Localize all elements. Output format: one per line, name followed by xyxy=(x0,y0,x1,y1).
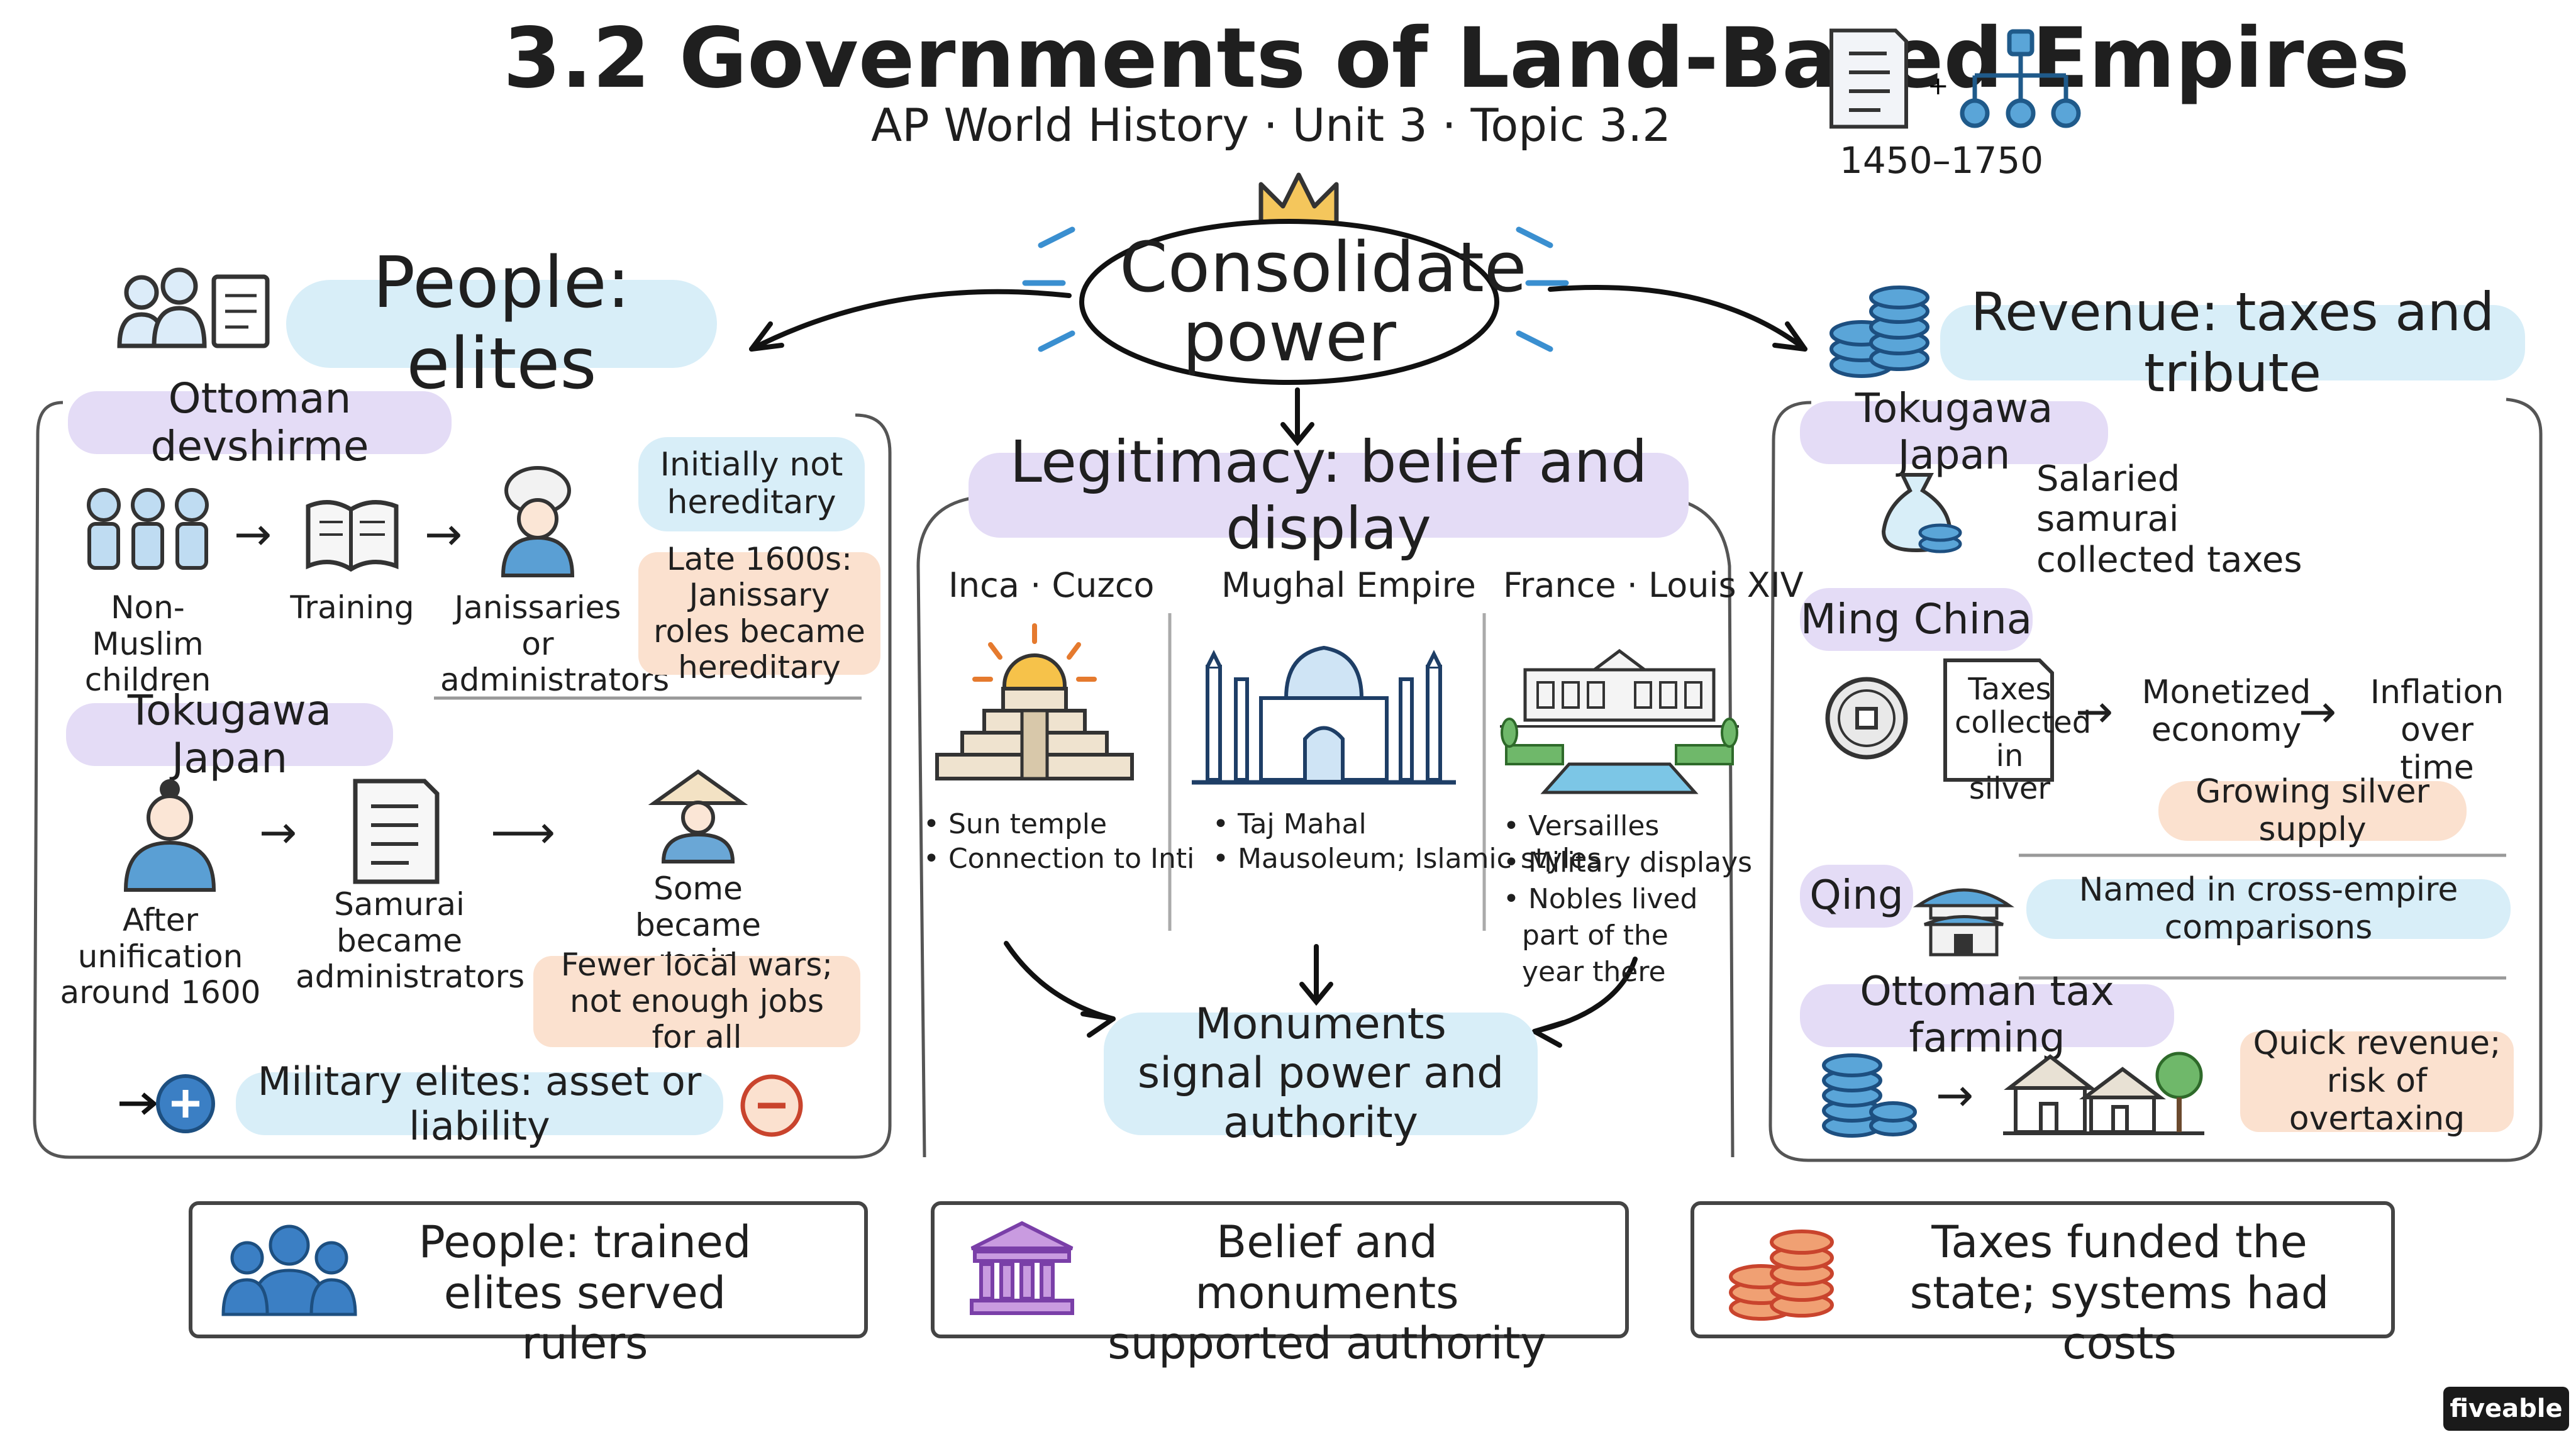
ottoman-tax-note: Quick revenue; risk of overtaxing xyxy=(2240,1024,2514,1138)
summary-taxes-text: Taxes funded the state; systems had cost… xyxy=(1909,1216,2329,1369)
ming-doc-text: Taxes collected in silver xyxy=(1955,672,2092,807)
arrow-glyph: → xyxy=(2299,685,2337,738)
qing-text: Named in cross-empire comparisons xyxy=(2026,871,2511,946)
devshirme-step-training: Training xyxy=(290,589,414,626)
inca-bullets: • Sun temple • Connection to Inti xyxy=(923,807,1194,876)
page-subtitle: AP World History · Unit 3 · Topic 3.2 xyxy=(871,99,1671,152)
mughal-bullets: • Taj Mahal • Mausoleum; Islamic styles xyxy=(1213,807,1601,876)
coins-icon xyxy=(1822,1053,1917,1138)
devshirme-note-late: Late 1600s: Janissary roles became hered… xyxy=(638,541,880,686)
ming-title: Ming China xyxy=(1800,588,2033,651)
brand-badge: fiveable xyxy=(2443,1387,2569,1431)
summary-card-taxes xyxy=(1690,1201,2395,1338)
chinese-coin-icon xyxy=(1825,677,1908,760)
military-elites-label: Military elites: asset or liability xyxy=(236,1059,723,1148)
people-group-icon xyxy=(221,1224,357,1316)
date-range: 1450–1750 xyxy=(1840,139,2044,182)
legitimacy-heading: Legitimacy: belief and display xyxy=(969,428,1689,562)
arrow-glyph: → xyxy=(425,508,463,560)
janissary-icon xyxy=(501,466,575,577)
burst-lines xyxy=(1022,226,1569,352)
devshirme-note-initial: Initially not hereditary xyxy=(638,437,865,531)
farm-buildings-icon xyxy=(2003,1052,2204,1135)
devshirme-step-children: Non-Muslim children xyxy=(84,589,211,698)
france-title: France · Louis XIV xyxy=(1503,565,1804,605)
france-bullet: • Versailles xyxy=(1503,810,1660,842)
mughal-bullet: • Taj Mahal xyxy=(1213,808,1367,840)
orange-coins-icon xyxy=(1729,1230,1834,1321)
arrow-glyph: → xyxy=(234,508,272,560)
mughal-bullet: • Mausoleum; Islamic styles xyxy=(1213,843,1602,875)
tokugawa-step-unification: After unification around 1600 xyxy=(60,902,261,1011)
inca-title: Inca · Cuzco xyxy=(948,565,1155,605)
tax-document-frame xyxy=(1943,658,2054,782)
people-heading: People: elites xyxy=(286,243,717,404)
coin-stack-icon xyxy=(1829,286,1929,378)
summary-belief-text: Belief and monuments supported authority xyxy=(1108,1216,1546,1369)
government-building-icon xyxy=(970,1221,1074,1315)
revenue-heading: Revenue: taxes and tribute xyxy=(1940,282,2525,403)
arrow-glyph: → xyxy=(1936,1069,1974,1121)
mughal-title: Mughal Empire xyxy=(1221,565,1476,605)
money-bag-icon xyxy=(1881,473,1962,553)
summary-card-belief xyxy=(931,1201,1629,1338)
monuments-result: Monuments signal power and authority xyxy=(1104,1000,1538,1147)
minus-circle-icon xyxy=(740,1074,803,1137)
tokugawa-people-note: Fewer local wars; not enough jobs for al… xyxy=(533,947,860,1055)
book-icon xyxy=(306,500,399,572)
children-icon xyxy=(87,488,209,570)
summary-people-text: People: trained elites served rulers xyxy=(418,1216,752,1369)
france-bullets: • Versailles • Military displays • Noble… xyxy=(1503,808,1752,991)
arrow-glyph: ⟶ xyxy=(491,806,556,858)
crown-icon xyxy=(1258,172,1339,228)
scroll-document-icon xyxy=(353,779,440,884)
inca-bullet: • Sun temple xyxy=(923,808,1108,840)
page-title: 3.2 Governments of Land-Based Empires xyxy=(503,10,2410,107)
chinese-pavilion-icon xyxy=(1913,888,2014,957)
document-hierarchy-icon: + xyxy=(1829,28,2081,129)
devshirme-step-janissaries: Janissaries or administrators xyxy=(440,589,670,698)
france-bullet: • Military displays xyxy=(1503,847,1753,879)
qing-title: Qing xyxy=(1800,865,1913,928)
people-document-icon xyxy=(117,267,270,348)
tokugawa-people-title: Tokugawa Japan xyxy=(66,687,393,782)
ming-step-monetized: Monetized economy xyxy=(2141,674,2311,749)
center-label: Consolidate power xyxy=(1119,227,1527,377)
tokugawa-revenue-text: Salaried samurai collected taxes xyxy=(2036,458,2302,580)
summary-card-people xyxy=(189,1201,868,1338)
tokugawa-step-samurai: Samurai became administrators xyxy=(296,886,525,995)
france-bullet: • Nobles lived part of the year there xyxy=(1503,883,1698,989)
sun-temple-icon xyxy=(935,623,1134,780)
samurai-person-icon xyxy=(123,779,216,892)
tokugawa-revenue-title: Tokugawa Japan xyxy=(1800,386,2108,479)
svg-text:+: + xyxy=(1928,72,1949,101)
plus-circle-icon xyxy=(119,1074,215,1133)
versailles-icon xyxy=(1500,648,1739,794)
arrow-glyph: → xyxy=(259,806,297,858)
devshirme-title: Ottoman devshirme xyxy=(68,375,452,470)
ronin-icon xyxy=(648,769,748,863)
ming-note: Growing silver supply xyxy=(2158,773,2467,848)
taj-mahal-icon xyxy=(1192,645,1456,785)
inca-bullet: • Connection to Inti xyxy=(923,843,1195,875)
center-ellipse xyxy=(1079,219,1499,385)
arrow-glyph: → xyxy=(2075,685,2114,738)
ming-step-inflation: Inflation over time xyxy=(2370,674,2504,787)
